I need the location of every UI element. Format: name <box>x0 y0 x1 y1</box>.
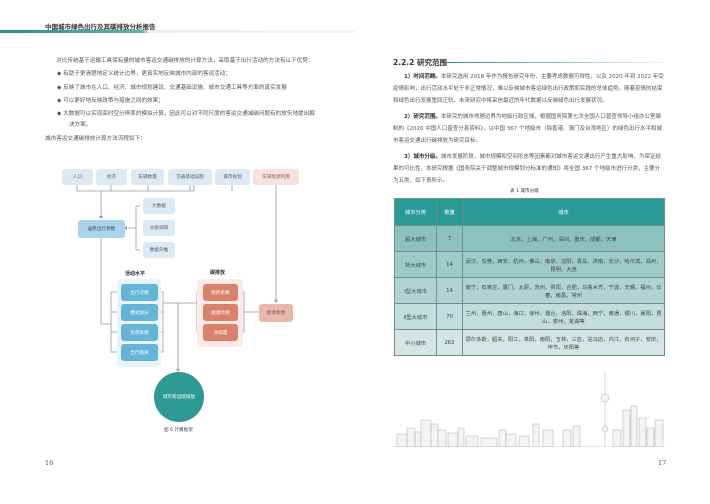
section-rule <box>447 62 665 63</box>
flow-source-bigdata: 大数据 <box>143 198 175 214</box>
flow-mode-split: 模式划分 <box>121 304 158 321</box>
header-category: 城市分类 <box>394 198 437 226</box>
table-header-row: 城市分类 数量 城市 <box>394 198 665 226</box>
city-skyline-illustration <box>393 372 665 447</box>
flow-source-literature: 文献调研 <box>143 220 175 236</box>
flow-trip-distance: 出行距离 <box>121 344 158 361</box>
paragraph-time: 1）时间范畴。本研究选用 2018 年作为报告研究年份，主要考虑数据可得性，以及… <box>393 74 664 104</box>
intro-paragraph: 对比传统基于运输工具保有量的城市客运交通碳排放的计算方法，采取基于出行活动的方法… <box>56 58 314 64</box>
flow-energy-use: 车辆能源利用 <box>253 169 299 185</box>
flow-input-infrastructure: 交通基础设施 <box>168 169 212 185</box>
bullet-item: ◆ 大数据可以实现高时空分辨率的模拟计算，因此可以对不同尺度的客运交通减碳问题有… <box>57 111 315 129</box>
paragraph-scope: 2）研究范围。本研究的城市地理边界为地级行政区域，根据国务院第七次全国人口普查领… <box>393 114 662 144</box>
bullet-item: ◆ 反映了城市在人口、经济、城市规划建设、交通基础设施、城市交通工具等方面的真实… <box>57 84 287 91</box>
flow-carbon-content: 含碳量 <box>203 324 238 341</box>
flow-source-extrapolation: 数据外推 <box>143 242 175 258</box>
flow-load-factor: 负荷系数 <box>121 324 158 341</box>
report-title: 中国城市绿色出行及其碳排放分析报告 <box>45 23 156 31</box>
flow-intro: 城市客运交通碳排放计算方法流程如下： <box>45 136 146 143</box>
flow-input-planning: 城市规划 <box>215 169 250 185</box>
flow-energy-params: 能源参数 <box>259 304 293 322</box>
page-number-left: 16 <box>45 459 54 467</box>
bullet-item: ◆ 有助于更清楚地定义统计边界，更真实地反映城市内部的客运活动； <box>57 71 231 78</box>
table-caption: 表 1 城市分级 <box>510 189 539 194</box>
header-count: 数量 <box>436 198 463 226</box>
page-number-right: 17 <box>658 459 667 467</box>
flow-input-vehicles: 车辆数量 <box>131 169 164 185</box>
header-cities: 城市 <box>462 198 665 226</box>
flow-trip-count: 出行次数 <box>121 284 158 301</box>
flow-input-economy: 经济 <box>96 169 127 185</box>
header-bar <box>0 30 355 33</box>
flow-energy-coefficient: 能耗系数 <box>203 284 238 301</box>
figure-caption: 图 6 计算框架 <box>164 428 193 433</box>
emission-label: 碳排放 <box>210 270 226 276</box>
left-text: 对比传统基于运输工具保有量的城市客运交通碳排放的计算方法，采取基于出行活动的方法… <box>45 55 317 146</box>
right-text: 1）时间范畴。本研究选用 2018 年作为报告研究年份，主要考虑数据可得性，以及… <box>393 71 665 187</box>
activity-label: 活动水平 <box>125 271 146 277</box>
flow-result-circle: 城市客运碳排放 <box>154 372 204 422</box>
paragraph-classification: 3）城市分级。城市发展阶段，城市规模和空间形态等因素都对城市客运交通出行产生重大… <box>393 154 661 184</box>
bullet-item: ◆ 可以更好地反映政策与措施之间的效果； <box>57 97 164 104</box>
flow-energy-ratio: 能源比例 <box>203 304 238 321</box>
section-title: 2.2.2 研究范围 <box>393 58 447 67</box>
flow-input-population: 人口 <box>62 169 93 185</box>
flow-resident-params: 居民出行参数 <box>78 220 125 238</box>
